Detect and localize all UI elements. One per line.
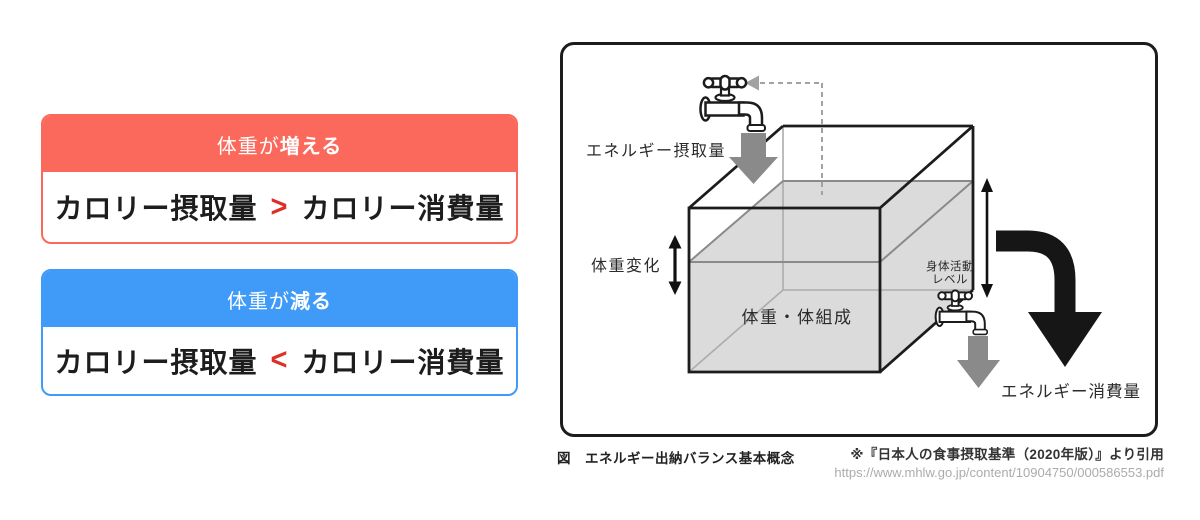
intake-flow-arrow [729,133,778,184]
water-level-lines [688,180,974,263]
comparison-card-weight-gain: 体重が増える カロリー摂取量 > カロリー消費量 [41,114,518,244]
tank-outline [687,124,975,374]
feedback-dashed-arrow [745,75,823,195]
card-header-weight-gain: 体重が増える [43,116,516,172]
expenditure-arrow [996,230,1102,367]
less-than-operator: < [270,343,289,377]
header-emphasis: 増える [279,135,343,158]
weight-change-arrow [668,235,682,295]
outflow-flow-arrow [957,336,1000,388]
equation-right-term: カロリー消費量 [301,346,505,378]
header-prefix: 体重が [227,290,290,313]
equation-right-term: カロリー消費量 [301,193,505,224]
dashed-arrowhead-left [745,75,759,91]
equation-left-term: カロリー摂取量 [54,346,258,378]
water-fill [689,181,973,372]
tank [687,124,975,374]
equation-left-term: カロリー摂取量 [54,193,258,224]
greater-than-operator: > [270,189,289,224]
source-attribution: ※『日本人の食事摂取基準（2020年版）』より引用 [850,447,1164,462]
energy-expenditure-label: エネルギー消費量 [1001,382,1141,401]
weight-change-label: 体重変化 [591,257,661,275]
energy-intake-label: エネルギー摂取量 [586,142,726,160]
calorie-equation-gain: カロリー摂取量 > カロリー消費量 [43,172,516,242]
activity-level-label-line2: レベル [932,274,968,286]
comparison-card-weight-loss: 体重が減る カロリー摂取量 < カロリー消費量 [41,269,518,396]
header-prefix: 体重が [216,135,280,158]
header-emphasis: 減る [290,290,332,313]
calorie-equation-loss: カロリー摂取量 < カロリー消費量 [43,327,516,394]
water-height-arrow [981,178,993,298]
card-header-weight-loss: 体重が減る [43,271,516,327]
bathtub-model-panel: エネルギー摂取量 体重変化 体重・体組成 身体活動 レベル エネルギー消費量 [560,42,1158,437]
source-url: https://www.mhlw.go.jp/content/10904750/… [834,465,1164,480]
source-attribution-block: ※『日本人の食事摂取基準（2020年版）』より引用 https://www.mh… [834,447,1164,481]
figure-caption: 図 エネルギー出納バランス基本概念 [557,451,795,466]
activity-level-label-line1: 身体活動 [926,259,974,273]
bathtub-model-diagram: エネルギー摂取量 体重変化 体重・体組成 身体活動 レベル エネルギー消費量 [586,74,1141,401]
outflow-faucet-icon [934,289,989,336]
body-composition-label: 体重・体組成 [742,308,853,327]
